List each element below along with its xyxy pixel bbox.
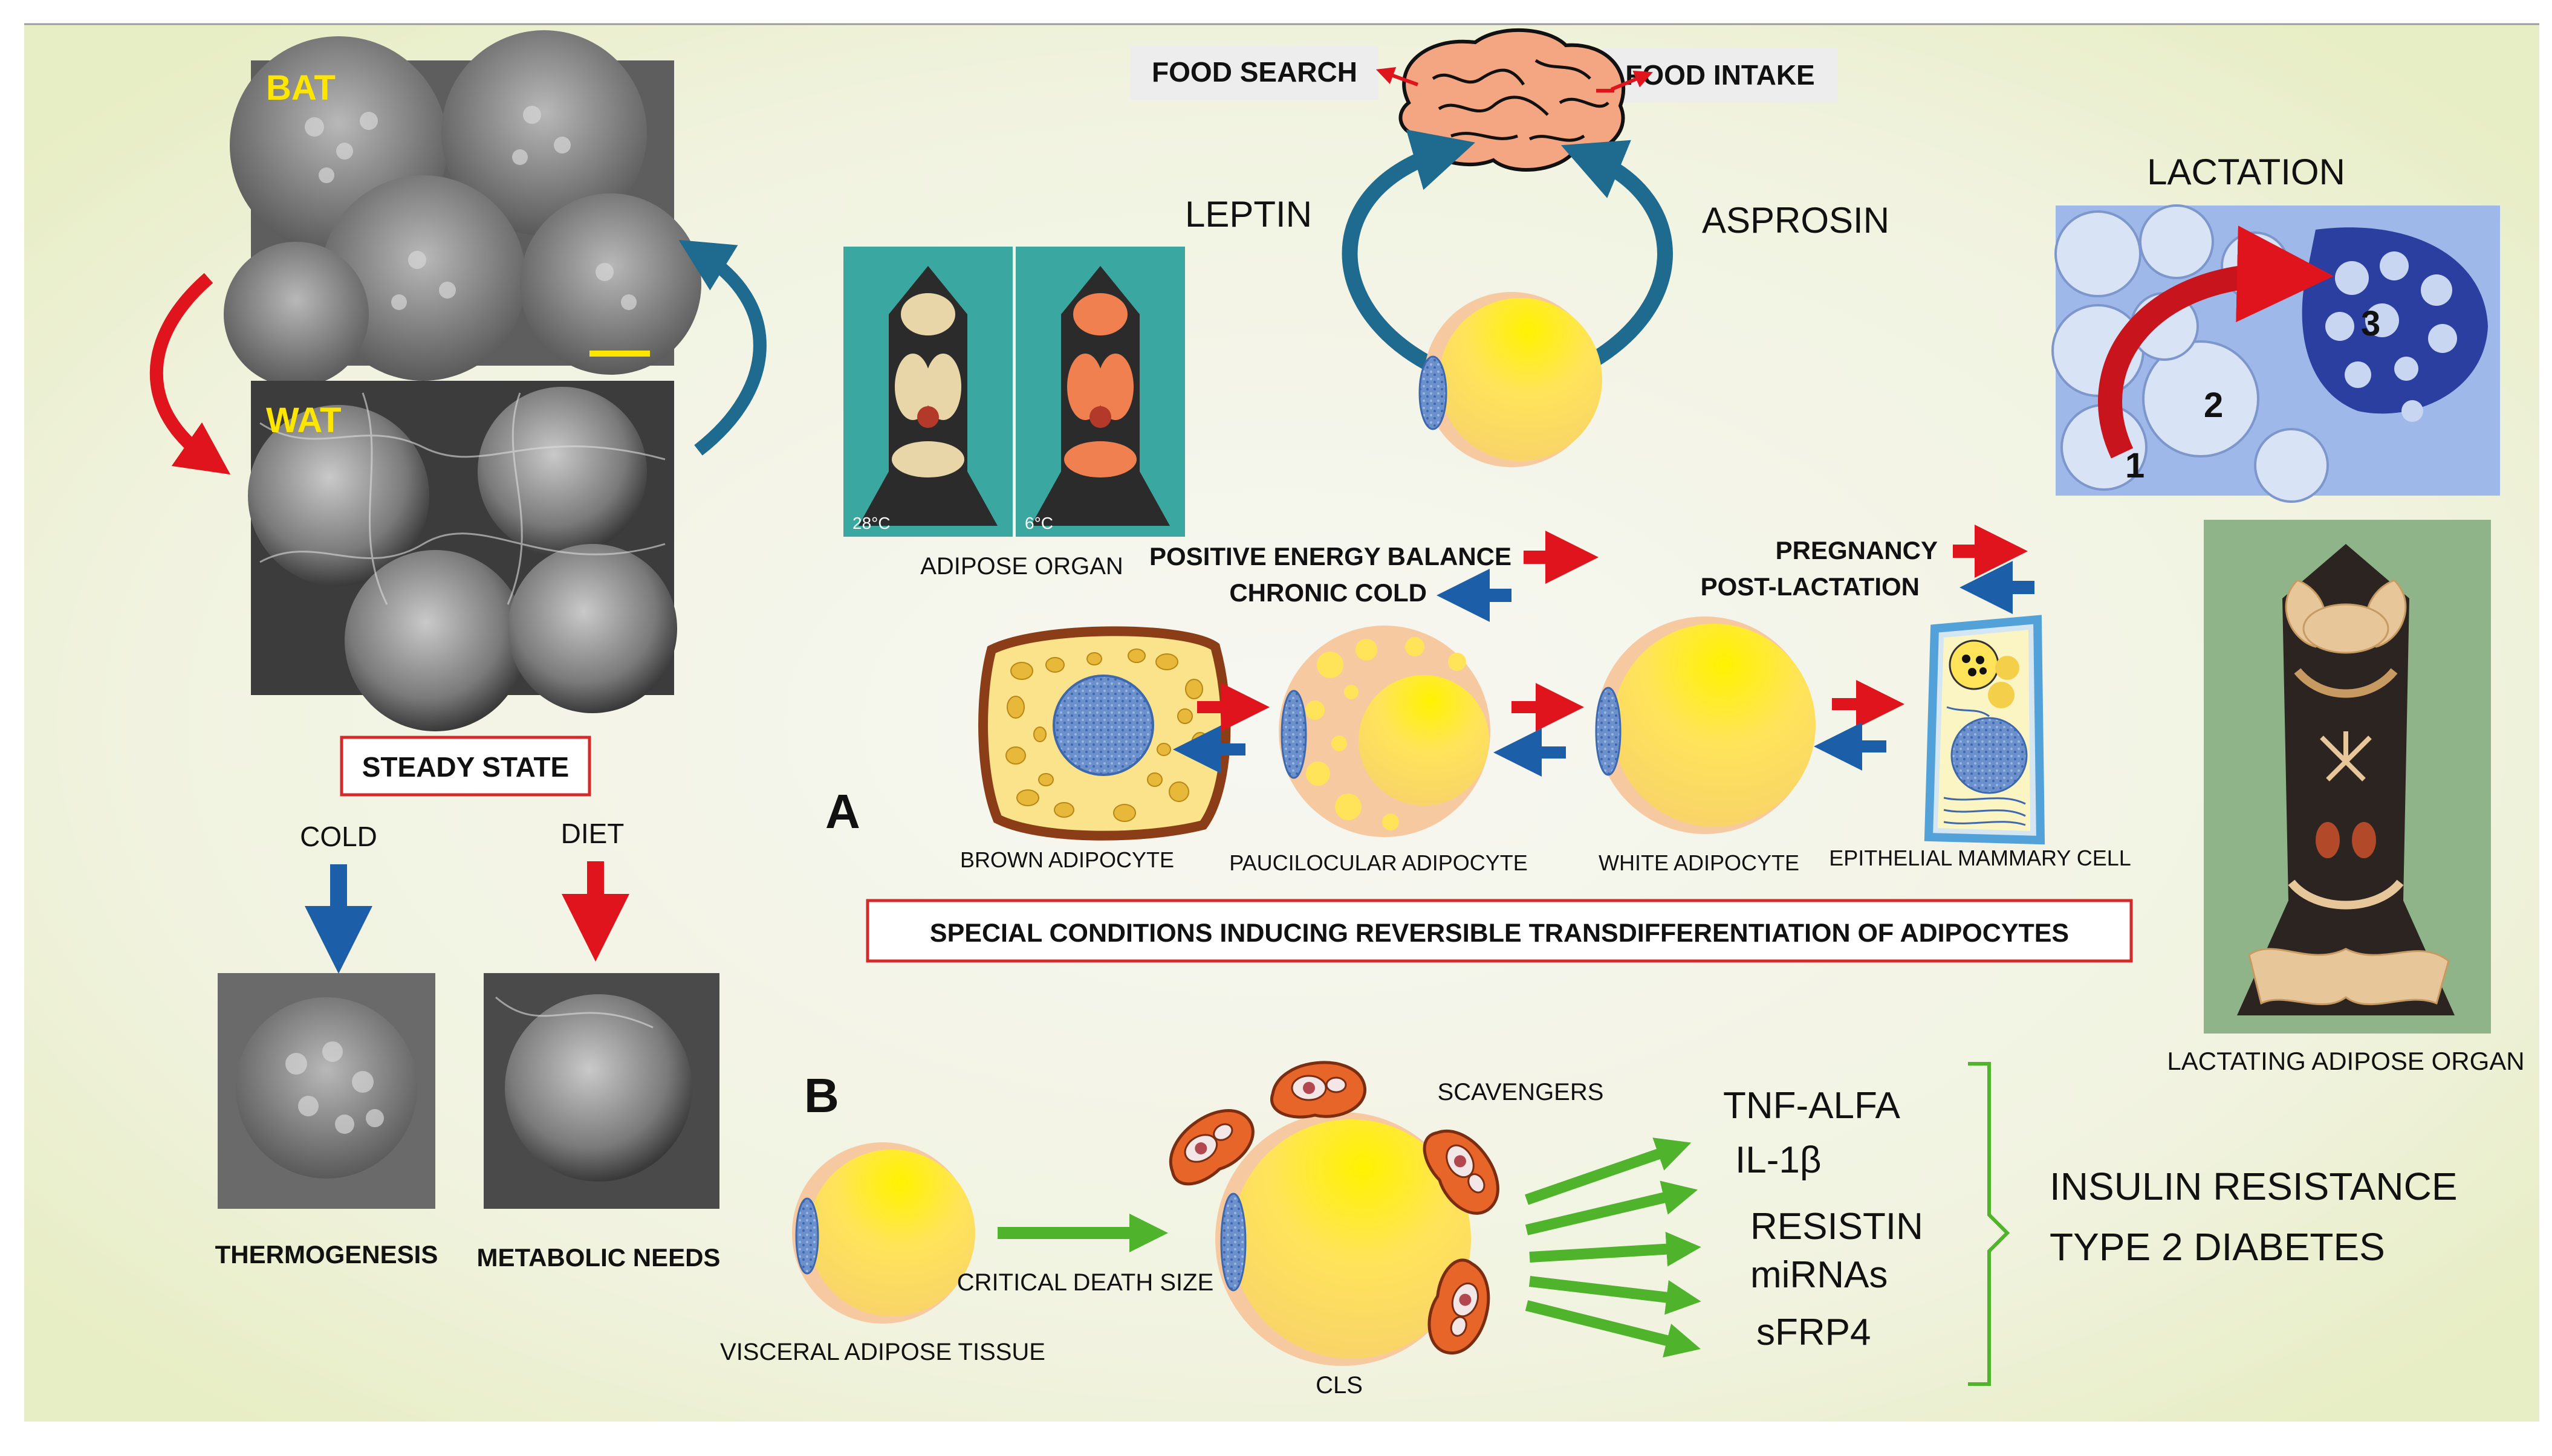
steady-state-box (340, 736, 591, 797)
brown-adipocyte (978, 626, 1231, 841)
visceral-adipocyte (792, 1142, 975, 1324)
lactation-stage-3: 3 (2361, 304, 2380, 343)
lactation-stage-2: 2 (2204, 386, 2223, 425)
central-white-adipocyte (1418, 292, 1602, 467)
food-search-arrow (1375, 67, 1419, 86)
paucilocular-adipocyte-label: PAUCILOCULAR ADIPOCYTE (1229, 850, 1527, 875)
food-intake-label: FOOD INTAKE (1625, 59, 1814, 91)
steady-state-label: STEADY STATE (362, 751, 569, 783)
diet-label: DIET (561, 818, 625, 849)
cytokine-sfrp4: sFRP4 (1756, 1312, 1871, 1353)
special-conditions-box (866, 899, 2133, 963)
insulin-resistance-label: INSULIN RESISTANCE (2050, 1165, 2458, 1208)
cytokine-resistin: RESISTIN (1750, 1206, 1923, 1247)
critical-death-size-label: CRITICAL DEATH SIZE (957, 1269, 1214, 1296)
positive-energy-balance-label: POSITIVE ENERGY BALANCE (1149, 542, 1511, 571)
brown-adipocyte-label: BROWN ADIPOCYTE (960, 847, 1174, 872)
metabolic-needs-micrograph (484, 973, 719, 1209)
panel-a-label: A (825, 785, 860, 838)
leptin-arrow (1342, 129, 1475, 379)
food-search-label: FOOD SEARCH (1152, 56, 1357, 88)
epithelial-mammary-cell (1924, 615, 2045, 845)
temp-warm-label: 28°C (852, 514, 891, 532)
scavengers-label: SCAVENGERS (1438, 1079, 1604, 1105)
macrophage-icon (1169, 1061, 1499, 1355)
bat-micrograph: BAT (224, 30, 701, 387)
pregnancy-label: PREGNANCY (1776, 536, 1938, 565)
visceral-adipose-tissue-label: VISCERAL ADIPOSE TISSUE (720, 1339, 1045, 1365)
asprosin-label: ASPROSIN (1702, 200, 1889, 241)
temp-cold-label: 6°C (1025, 514, 1053, 532)
lactating-adipose-organ-photo (2204, 520, 2491, 1034)
wat-label: WAT (266, 401, 342, 440)
adipose-organ-photo: 28°C 6°C (843, 247, 1185, 537)
food-search-box (1131, 45, 1378, 100)
wat-micrograph: WAT (248, 381, 677, 731)
lactation-micrograph: 1 2 3 (2051, 204, 2500, 503)
cytokine-arrows (1525, 1137, 1701, 1357)
lactation-title: LACTATION (2147, 152, 2345, 192)
chronic-cold-label: CHRONIC COLD (1229, 578, 1427, 607)
crown-like-structure (1215, 1112, 1471, 1366)
paucilocular-adipocyte (1279, 626, 1490, 837)
asprosin-arrow (1560, 140, 1673, 379)
cold-label: COLD (300, 821, 377, 852)
cytokine-mirnas: miRNAs (1750, 1254, 1888, 1296)
outcome-brace (1968, 1062, 2010, 1386)
lactating-adipose-organ-label: LACTATING ADIPOSE ORGAN (2167, 1047, 2524, 1075)
cytokine-tnf-alfa: TNF-ALFA (1723, 1085, 1900, 1127)
bat-label: BAT (266, 68, 336, 108)
lactation-stage-1: 1 (2125, 446, 2145, 485)
leptin-label: LEPTIN (1185, 194, 1312, 235)
wat-to-bat-arrow (678, 239, 767, 456)
post-lactation-label: POST-LACTATION (1701, 572, 1920, 601)
epithelial-mammary-cell-label: EPITHELIAL MAMMARY CELL (1829, 846, 2131, 870)
cytokine-il-1b: IL-1β (1735, 1139, 1822, 1181)
cls-label: CLS (1316, 1372, 1363, 1399)
thermogenesis-label: THERMOGENESIS (215, 1240, 438, 1269)
bat-to-wat-arrow (149, 273, 231, 475)
panel-b-label: B (804, 1069, 839, 1122)
white-adipocyte-label: WHITE ADIPOCYTE (1599, 850, 1799, 875)
white-adipocyte (1595, 616, 1816, 834)
food-intake-arrow (1610, 70, 1653, 91)
thermogenesis-micrograph (218, 973, 435, 1209)
metabolic-needs-label: METABOLIC NEEDS (477, 1243, 721, 1272)
adipose-organ-label: ADIPOSE ORGAN (920, 553, 1123, 580)
special-conditions-label: SPECIAL CONDITIONS INDUCING REVERSIBLE T… (930, 919, 2069, 948)
type-2-diabetes-label: TYPE 2 DIABETES (2050, 1225, 2385, 1269)
